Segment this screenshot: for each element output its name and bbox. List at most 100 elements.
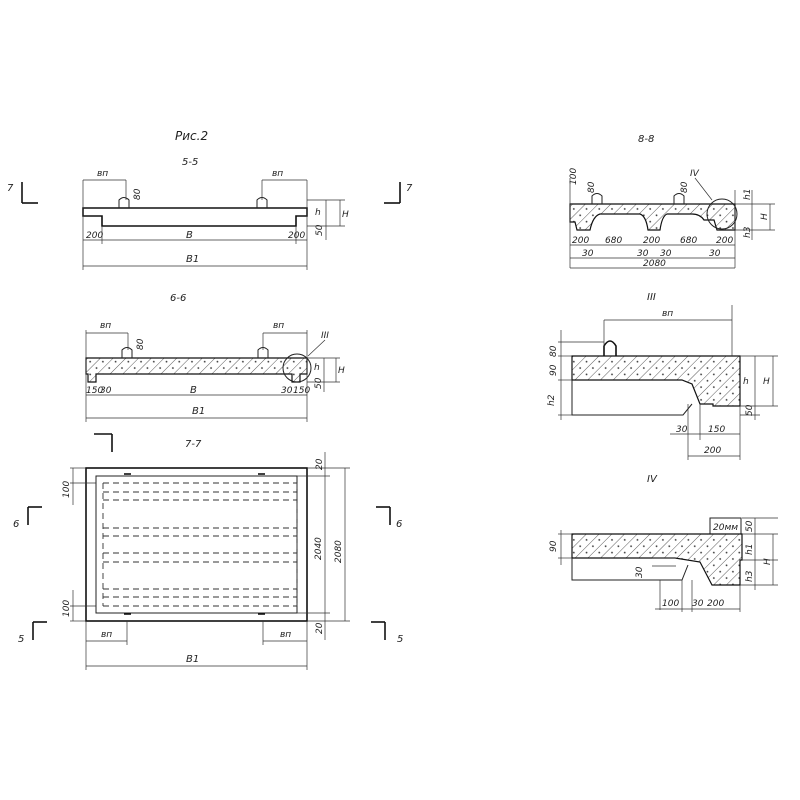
dim-20-bottom: 20 bbox=[315, 622, 325, 634]
dim-bn-left-77: вп bbox=[101, 630, 112, 640]
dim-200-3: 200 bbox=[716, 236, 733, 246]
callout-circle-III bbox=[282, 353, 312, 383]
detail-III-slab bbox=[571, 355, 741, 407]
dim-80-right-88: 80 bbox=[680, 181, 690, 193]
detail-III-150: 150 bbox=[708, 425, 725, 435]
plate-inner-edge bbox=[95, 475, 298, 614]
callout-III-label: III bbox=[321, 331, 329, 341]
detail-IV-H: H bbox=[763, 558, 773, 565]
dim-bn-right: вп bbox=[272, 169, 283, 179]
dim-2040: 2040 bbox=[314, 537, 324, 560]
dim-200-right: 200 bbox=[288, 231, 305, 241]
dim-30-2: 30 bbox=[637, 249, 649, 259]
dim-bn-right-77: вп bbox=[280, 630, 291, 640]
dim-100-bottom: 100 bbox=[62, 600, 72, 617]
cut-marker-5-left: 5 bbox=[18, 621, 47, 645]
dim-h1-88: h1 bbox=[743, 189, 753, 200]
dim-2080: 2080 bbox=[334, 540, 344, 563]
cut-6-left-label: 6 bbox=[13, 519, 19, 530]
dim-B1: B1 bbox=[186, 254, 199, 265]
detail-III-bn: вп bbox=[662, 309, 673, 319]
dim-150-right: 150 bbox=[293, 386, 310, 396]
slab-8-8-outline bbox=[569, 203, 736, 231]
detail-III-slab-bottom bbox=[571, 380, 693, 416]
dim-bn-left-66: вп bbox=[100, 321, 111, 331]
detail-IV-30-vertical: 30 bbox=[635, 566, 645, 578]
plan-7-7: 7-7 100 bbox=[13, 433, 403, 670]
detail-III-h: h bbox=[743, 377, 749, 387]
cut-marker-7-right-label: 7 bbox=[406, 183, 413, 194]
detail-IV: IV 20мм 90 50 h1 h3 H 30 100 30 200 bbox=[549, 474, 778, 612]
detail-IV-slab-bottom bbox=[571, 558, 689, 581]
dim-200-2: 200 bbox=[643, 236, 660, 246]
callout-IV-label: IV bbox=[690, 169, 700, 179]
dim-B1-77: B1 bbox=[186, 654, 199, 665]
section-6-6: 6-6 III вп вп 80 h H 50 150 30 B 30 150 … bbox=[85, 293, 345, 422]
detail-III-200: 200 bbox=[704, 446, 721, 456]
detail-III-80: 80 bbox=[549, 345, 559, 357]
cut-marker-7-left: 7 bbox=[7, 182, 38, 204]
cut-6-right-label: 6 bbox=[396, 519, 402, 530]
slab-5-5-outline bbox=[82, 207, 308, 227]
detail-IV-30: 30 bbox=[692, 599, 704, 609]
dim-H-66: H bbox=[338, 366, 345, 376]
detail-III-90: 90 bbox=[549, 364, 559, 376]
detail-IV-100: 100 bbox=[662, 599, 679, 609]
dim-bn-right-66: вп bbox=[273, 321, 284, 331]
dim-30-4: 30 bbox=[709, 249, 721, 259]
plate-outline bbox=[85, 467, 308, 622]
dim-30-right: 30 bbox=[281, 386, 293, 396]
dim-50-66: 50 bbox=[314, 377, 324, 389]
cut-5-left-label: 5 bbox=[18, 634, 24, 645]
dim-h3-88: h3 bbox=[743, 226, 753, 238]
dim-100-top: 100 bbox=[62, 481, 72, 498]
detail-IV-h1: h1 bbox=[745, 544, 755, 555]
detail-III-H: H bbox=[763, 377, 770, 387]
hidden-ribs bbox=[102, 482, 298, 607]
section-8-8-title: 8-8 bbox=[638, 134, 654, 145]
detail-III-h2: h2 bbox=[547, 394, 557, 406]
dim-50: 50 bbox=[315, 224, 325, 236]
detail-IV-h3: h3 bbox=[745, 570, 755, 582]
dim-B-66: B bbox=[190, 385, 197, 396]
dim-B1-66: B1 bbox=[192, 406, 205, 417]
section-5-5: 5-5 7 7 вп вп 80 h H 50 bbox=[7, 157, 413, 270]
cut-marker-6-right: 6 bbox=[376, 506, 402, 530]
dim-150-left: 150 bbox=[86, 386, 103, 396]
detail-IV-50: 50 bbox=[745, 520, 755, 532]
cut-marker-7-right: 7 bbox=[384, 182, 413, 204]
detail-III-title: III bbox=[647, 292, 656, 303]
dim-30-1: 30 bbox=[582, 249, 594, 259]
detail-III-rib bbox=[603, 340, 617, 356]
detail-IV-note: 20мм bbox=[713, 523, 738, 533]
dim-h: h bbox=[315, 208, 321, 218]
cut-marker-5-right: 5 bbox=[371, 621, 403, 645]
slab-8-8-ribs bbox=[591, 193, 685, 204]
detail-IV-slab bbox=[571, 533, 743, 586]
detail-IV-90: 90 bbox=[549, 540, 559, 552]
detail-III-30: 30 bbox=[676, 425, 688, 435]
section-6-6-title: 6-6 bbox=[170, 293, 186, 304]
figure-title: Рис.2 bbox=[175, 129, 208, 143]
section-5-5-title: 5-5 bbox=[182, 157, 198, 168]
dim-200-1: 200 bbox=[572, 236, 589, 246]
dim-200-left: 200 bbox=[86, 231, 103, 241]
callout-circle-IV bbox=[706, 198, 738, 230]
detail-IV-200: 200 bbox=[707, 599, 724, 609]
dim-bn-left: вп bbox=[97, 169, 108, 179]
detail-III: III вп 80 90 h2 h H 50 30 150 200 bbox=[547, 292, 778, 460]
dim-rib-80-66: 80 bbox=[136, 338, 146, 350]
detail-III-50: 50 bbox=[745, 404, 755, 416]
plan-7-7-title: 7-7 bbox=[185, 439, 202, 450]
dim-2080-88: 2080 bbox=[643, 259, 666, 269]
dim-680-1: 680 bbox=[605, 236, 622, 246]
dim-30-left: 30 bbox=[100, 386, 112, 396]
detail-IV-title: IV bbox=[647, 474, 658, 485]
dim-80-left-88: 80 bbox=[587, 181, 597, 193]
dim-680-2: 680 bbox=[680, 236, 697, 246]
dim-B: B bbox=[186, 230, 193, 241]
dim-30-3: 30 bbox=[660, 249, 672, 259]
dim-h-66: h bbox=[314, 363, 320, 373]
dim-20-top: 20 bbox=[315, 458, 325, 470]
